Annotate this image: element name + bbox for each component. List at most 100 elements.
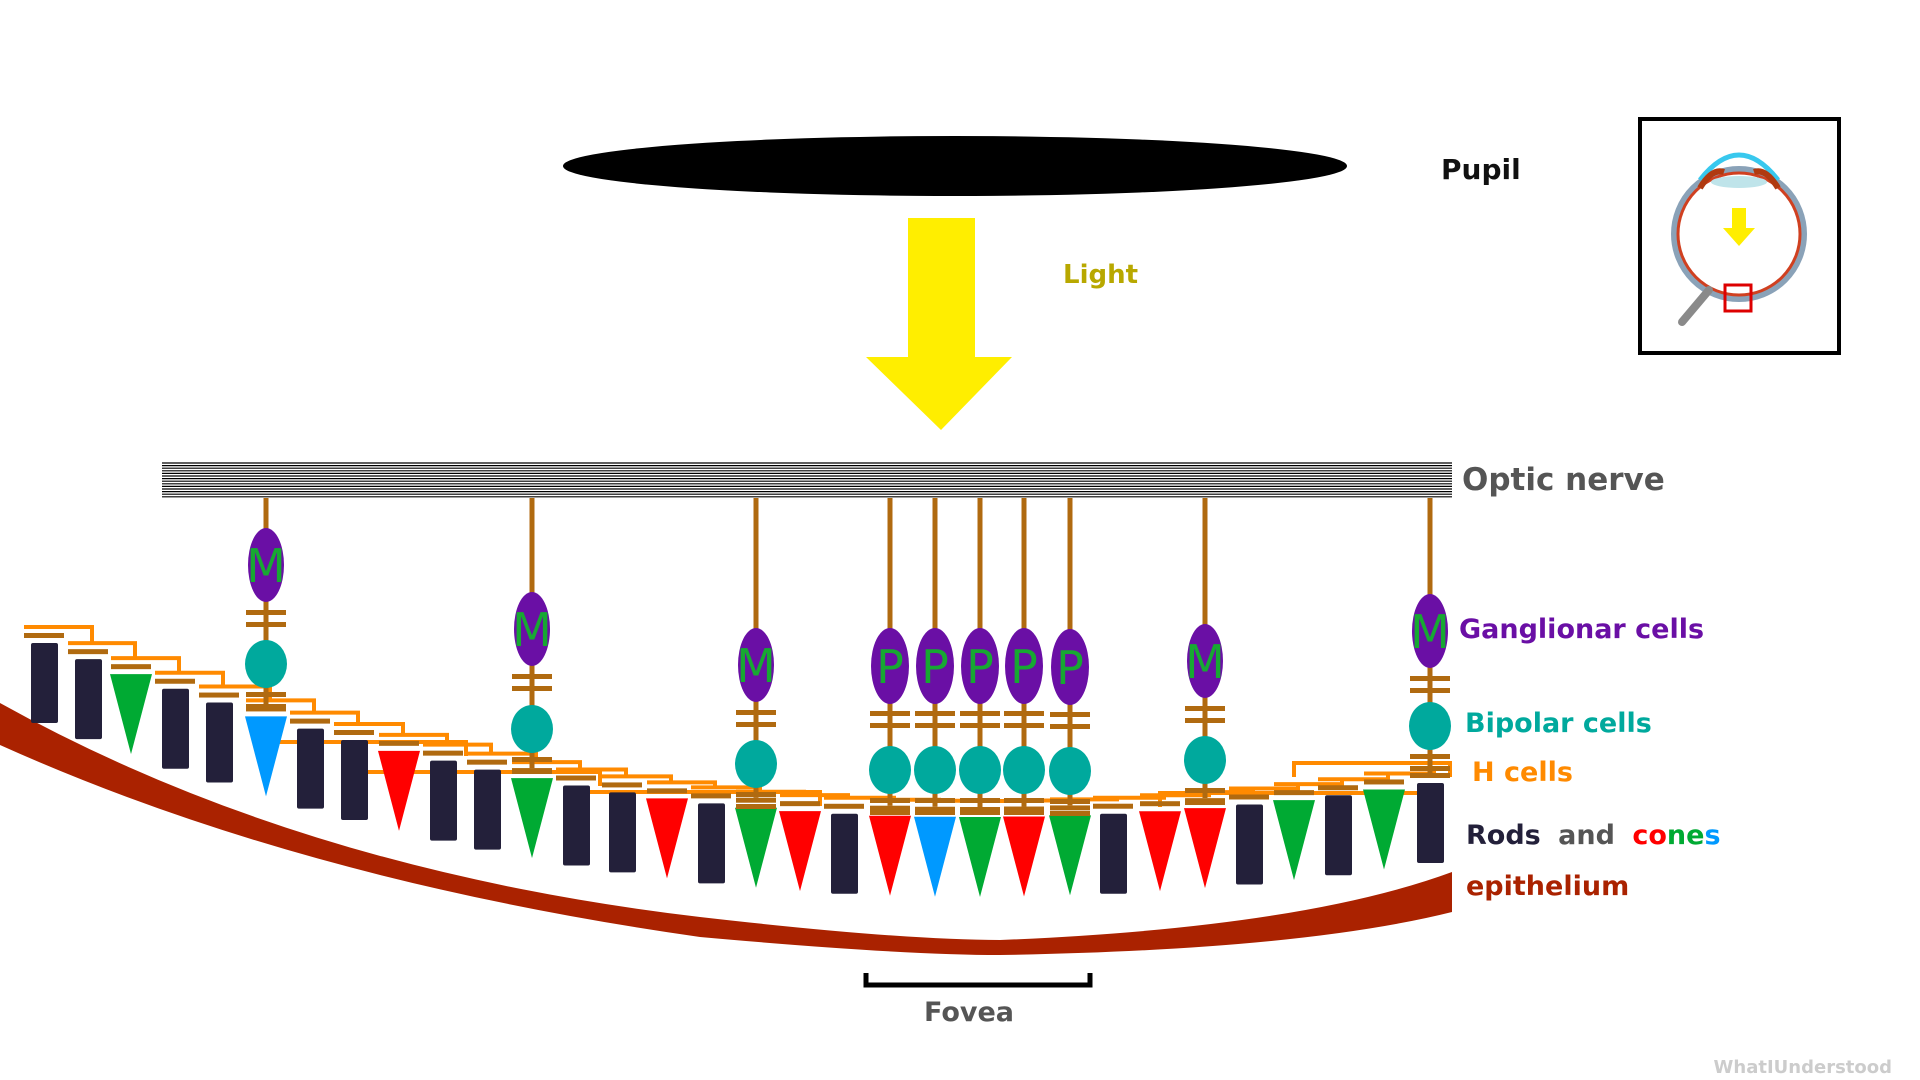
photoreceptor-synapse bbox=[155, 678, 195, 684]
ganglion-type-letter: P bbox=[966, 640, 994, 694]
photoreceptor-synapse bbox=[1004, 806, 1044, 812]
cones-letter-s: s bbox=[1704, 820, 1720, 851]
rod-cell bbox=[430, 760, 457, 841]
synapse-bar bbox=[870, 798, 910, 803]
rod-cell bbox=[162, 688, 189, 769]
photoreceptor-synapse bbox=[1229, 794, 1269, 800]
synapse-bar bbox=[1410, 676, 1450, 681]
synapse-bar bbox=[246, 622, 286, 627]
synapse-bar bbox=[1004, 723, 1044, 728]
synapse-bar bbox=[1004, 711, 1044, 716]
fovea-label: Fovea bbox=[924, 997, 1014, 1028]
photoreceptor-synapse bbox=[1274, 790, 1314, 796]
light-arrow bbox=[866, 218, 1012, 430]
photoreceptor-layer bbox=[24, 633, 1450, 897]
rod-cell bbox=[297, 728, 324, 809]
synapse-bar bbox=[1050, 724, 1090, 729]
photoreceptor-synapse bbox=[556, 775, 596, 781]
green-cone-cell bbox=[1273, 800, 1315, 881]
ganglion-type-letter: P bbox=[1010, 640, 1038, 694]
synapse-bar bbox=[870, 723, 910, 728]
bipolar-cell bbox=[959, 746, 1001, 794]
h-cells-label: H cells bbox=[1472, 757, 1573, 788]
parvocellular-ganglion-cell bbox=[961, 628, 999, 704]
synapse-bar bbox=[915, 798, 955, 803]
ganglion-type-letter: M bbox=[1185, 635, 1225, 689]
green-cone-cell bbox=[1363, 789, 1405, 870]
ganglion-type-letter: M bbox=[736, 639, 776, 693]
bipolar-cells-label: Bipolar cells bbox=[1465, 708, 1652, 739]
magnocellular-ganglion-cell bbox=[1187, 624, 1223, 698]
bipolar-cell bbox=[735, 740, 777, 788]
green-cone-cell bbox=[511, 778, 553, 859]
parvocellular-ganglion-cell bbox=[1005, 628, 1043, 704]
bipolar-cell bbox=[511, 705, 553, 753]
rod-cell bbox=[609, 792, 636, 873]
ganglion-type-letter: M bbox=[512, 603, 552, 657]
synapse-bar bbox=[1004, 810, 1044, 815]
rod-cell bbox=[1236, 804, 1263, 885]
parvocellular-ganglion-cell bbox=[916, 628, 954, 704]
bipolar-cell bbox=[1409, 702, 1451, 750]
green-cone-cell bbox=[110, 674, 152, 755]
magnocellular-ganglion-cell bbox=[248, 528, 284, 602]
rod-cell bbox=[698, 803, 725, 884]
red-cone-cell bbox=[779, 811, 821, 892]
h-cell-connection bbox=[246, 698, 316, 713]
photoreceptor-synapse bbox=[960, 806, 1000, 812]
photoreceptor-synapse bbox=[1093, 803, 1133, 809]
magnocellular-ganglion-cell bbox=[738, 628, 774, 702]
bipolar-cell bbox=[1184, 736, 1226, 784]
h-cell-connection bbox=[68, 641, 137, 659]
synapse-bar bbox=[870, 711, 910, 716]
synapse-bar bbox=[915, 723, 955, 728]
h-cell-connection bbox=[111, 656, 181, 673]
synapse-bar bbox=[1185, 800, 1225, 805]
synapse-bar bbox=[960, 798, 1000, 803]
rod-cell bbox=[831, 813, 858, 894]
synapse-bar bbox=[1410, 754, 1450, 759]
photoreceptor-synapse bbox=[736, 797, 776, 803]
synapse-bar bbox=[736, 710, 776, 715]
synapse-bar bbox=[1050, 811, 1090, 816]
synapse-bar bbox=[246, 704, 286, 709]
synapse-bar bbox=[1185, 718, 1225, 723]
red-cone-cell bbox=[869, 815, 911, 896]
rod-cell bbox=[75, 659, 102, 740]
h-cell-connection bbox=[24, 625, 94, 644]
synapse-bar bbox=[915, 711, 955, 716]
synapse-bar bbox=[1185, 788, 1225, 793]
synapse-bar bbox=[1050, 799, 1090, 804]
synapse-bar bbox=[1185, 706, 1225, 711]
h-cell-connection bbox=[423, 742, 493, 754]
synapse-bar bbox=[736, 792, 776, 797]
h-cell-connection bbox=[334, 722, 405, 735]
rod-cell bbox=[1325, 795, 1352, 876]
bipolar-cell bbox=[1003, 746, 1045, 794]
photoreceptor-synapse bbox=[467, 759, 507, 765]
synapse-bar bbox=[512, 686, 552, 691]
green-cone-cell bbox=[959, 816, 1001, 897]
rod-cell bbox=[1100, 813, 1127, 894]
green-cone-cell bbox=[1049, 815, 1091, 896]
ganglion-type-letter: M bbox=[246, 539, 286, 593]
h-cell-connection bbox=[512, 760, 582, 770]
photoreceptor-synapse bbox=[24, 633, 64, 638]
parvocellular-ganglion-cell bbox=[1051, 629, 1089, 705]
h-cell-connection bbox=[290, 710, 360, 724]
parvocellular-ganglion-cell bbox=[871, 628, 909, 704]
and-word: and bbox=[1558, 820, 1615, 851]
synapse-bar bbox=[915, 810, 955, 815]
red-cone-cell bbox=[1139, 811, 1181, 892]
cones-letter-e: e bbox=[1686, 820, 1704, 851]
pupil-label: Pupil bbox=[1441, 153, 1521, 186]
optic-nerve-fibers bbox=[162, 462, 1452, 498]
photoreceptor-synapse bbox=[199, 692, 239, 698]
rod-cell bbox=[1417, 783, 1444, 863]
eye-cross-section-magnifier-icon bbox=[1638, 117, 1841, 355]
photoreceptor-synapse bbox=[1050, 805, 1090, 811]
photoreceptor-synapse bbox=[290, 718, 330, 724]
epithelium-label: epithelium bbox=[1466, 871, 1629, 902]
